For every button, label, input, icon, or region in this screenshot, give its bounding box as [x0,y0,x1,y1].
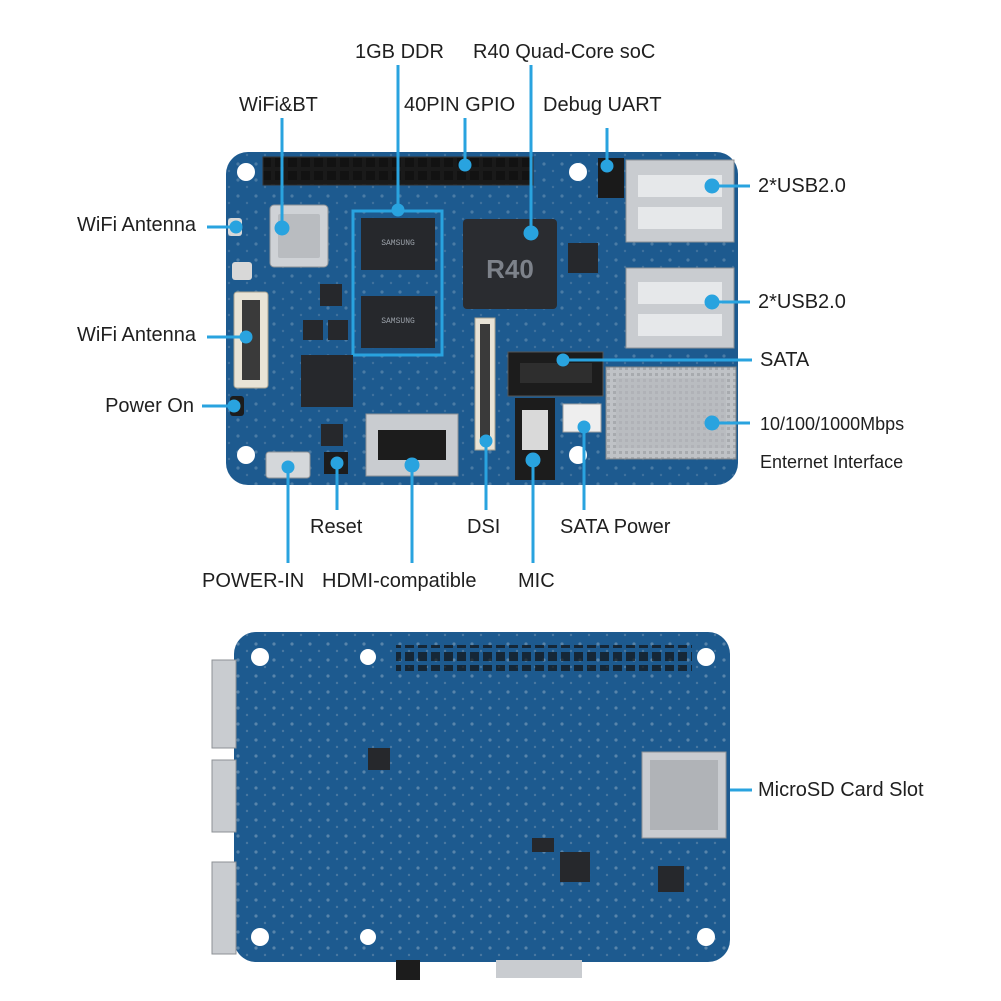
svg-text:SAMSUNG: SAMSUNG [381,239,415,248]
wifi-antenna-connector-2 [232,262,252,280]
soc-marking: R40 [486,254,534,284]
label-microsd: MicroSD Card Slot [758,779,924,801]
mount-hole [237,446,255,464]
label-sata-power: SATA Power [560,516,671,538]
label-40pin-gpio: 40PIN GPIO [404,94,516,116]
pmu-chip [301,355,353,407]
r40-soc [463,219,557,309]
label-r40-soc: R40 Quad-Core soC [473,41,656,63]
bottom-board [211,632,730,980]
callout-lines [202,65,752,798]
label-1gb-ddr: 1GB DDR [355,41,444,63]
ddr-chip-1 [361,218,435,270]
label-sata: SATA [760,349,810,371]
label-power-in: POWER-IN [202,570,305,592]
label-mic: MIC [518,570,555,592]
label-hdmi: HDMI-compatible [322,570,477,592]
label-wifi-antenna-1: WiFi Antenna [77,214,196,236]
mount-hole [237,163,255,181]
label-dsi: DSI [467,516,501,538]
mount-hole [569,163,587,181]
label-usb-bottom: 2*USB2.0 [758,291,846,313]
ddr-chip-2 [361,296,435,348]
label-ethernet-interface: Enternet Interface [760,452,904,472]
label-reset: Reset [310,516,363,538]
label-debug-uart: Debug UART [543,94,662,116]
label-power-on: Power On [105,395,194,417]
label-wifi-antenna-2: WiFi Antenna [77,324,196,346]
usb-port-top [625,159,735,243]
label-wifi-bt: WiFi&BT [239,94,318,116]
svg-text:SAMSUNG: SAMSUNG [381,317,415,326]
label-ethernet-speed: 10/100/1000Mbps [760,414,905,434]
top-board: SAMSUNG SAMSUNG R40 [226,152,738,485]
label-usb-top: 2*USB2.0 [758,175,846,197]
